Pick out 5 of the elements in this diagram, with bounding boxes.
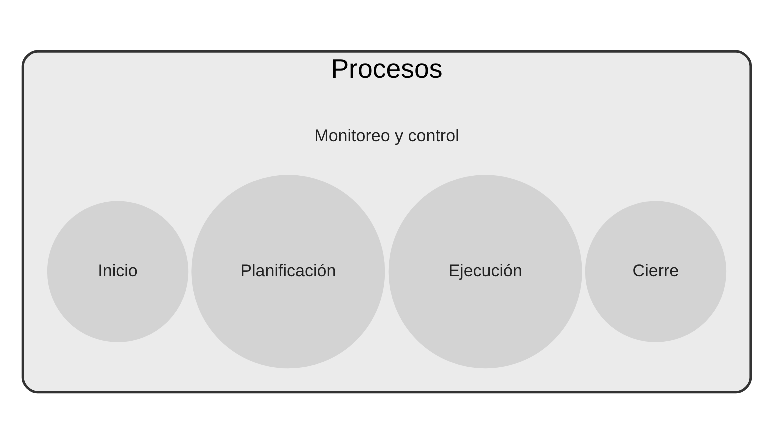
node-circle: Inicio — [47, 200, 189, 342]
node-circle: Ejecución — [388, 174, 582, 368]
node-circle: Planificación — [192, 174, 386, 368]
label: Monitoreo y control — [314, 126, 460, 145]
node-circle: Cierre — [585, 200, 727, 342]
